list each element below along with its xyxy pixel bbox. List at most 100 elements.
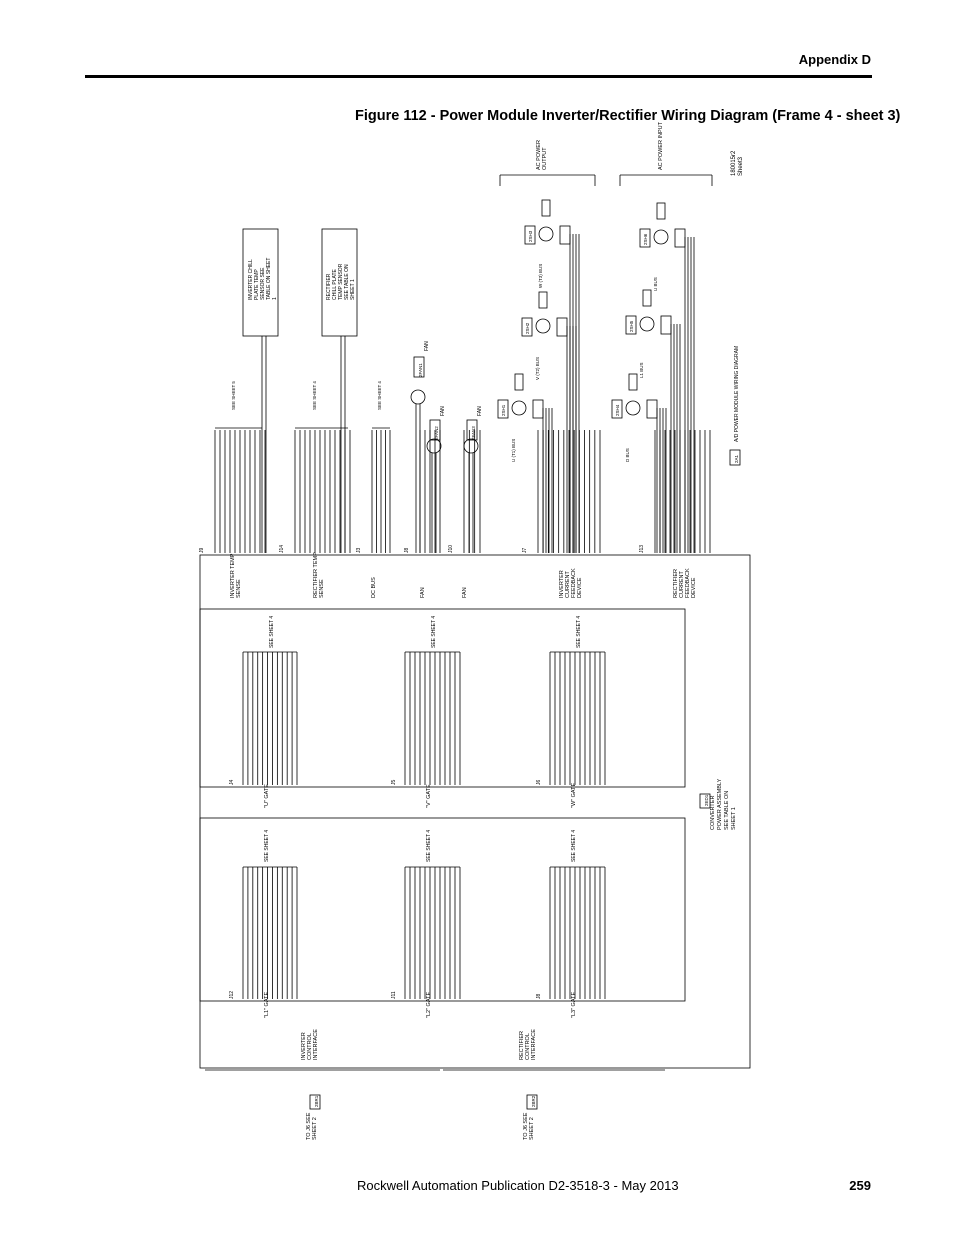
connector-label: INVERTER TEMP bbox=[230, 553, 236, 598]
tier-cutout-1 bbox=[199, 608, 686, 788]
connector-label: SENSE bbox=[236, 579, 242, 598]
fan-label: FAN bbox=[424, 341, 430, 351]
connector-label: CURRENT bbox=[679, 570, 685, 598]
figure-title: Figure 112 - Power Module Inverter/Recti… bbox=[355, 108, 901, 124]
see-sheet-note: SEE SHEET 4 bbox=[426, 830, 432, 862]
connector-label: FEEDBACK bbox=[571, 568, 577, 598]
sensor-name: W (T3) BUS bbox=[538, 264, 543, 288]
gate-id: J12 bbox=[229, 991, 235, 999]
see-sheet-note: SEE SHEET 4 bbox=[312, 381, 317, 410]
board-ref: 2A1 bbox=[734, 454, 739, 463]
sensor-ref-box bbox=[521, 317, 533, 337]
connector-label: RECTIFIER bbox=[673, 569, 679, 598]
sensor-name: D BUS bbox=[625, 448, 630, 462]
inverter-temp-text: TABLE ON SHEET bbox=[266, 258, 272, 300]
connector-id: J10 bbox=[448, 545, 454, 553]
board-ref-box bbox=[729, 449, 741, 466]
sensor-ref-box bbox=[524, 225, 536, 245]
sensor-tag-box bbox=[656, 202, 666, 220]
gate-label: "L2" GATE bbox=[426, 992, 432, 1018]
connector-label: CURRENT bbox=[565, 570, 571, 598]
sensor-ref-box bbox=[639, 228, 651, 248]
gate-label: "W" GATE bbox=[571, 782, 577, 808]
sensor-tag-box bbox=[642, 289, 652, 307]
page-number: 259 bbox=[849, 1178, 871, 1193]
connector-id: J14 bbox=[279, 545, 285, 553]
sensor-ref: 2SH4 bbox=[615, 404, 620, 416]
to-ref: 2BR2 bbox=[531, 1095, 536, 1107]
connector-label: FEEDBACK bbox=[685, 568, 691, 598]
connector-id: J3 bbox=[356, 548, 362, 554]
fan-id: 2FAN3 bbox=[471, 426, 476, 440]
inverter-interface-label: INVERTER bbox=[301, 1032, 307, 1060]
connector-label: DC BUS bbox=[371, 577, 377, 598]
current-sensor-icon bbox=[625, 400, 641, 416]
sensor-ref: 2SH6 bbox=[643, 233, 648, 245]
to-ref: 2BR1 bbox=[314, 1095, 319, 1107]
rectifier-temp-box bbox=[321, 228, 358, 337]
inverter-temp-box bbox=[242, 228, 279, 337]
board-outline bbox=[199, 554, 751, 1069]
sensor-ref: 2SH1 bbox=[501, 404, 506, 416]
inverter-temp-text: PLATE TEMP bbox=[254, 269, 260, 300]
gate-id: J11 bbox=[391, 991, 397, 999]
connector-id: J8 bbox=[404, 548, 410, 554]
mid-box-text: CONVERTER bbox=[710, 796, 716, 830]
connector-label: DEVICE bbox=[577, 577, 583, 598]
gate-label: "L3" GATE bbox=[571, 992, 577, 1018]
sensor-tag-box bbox=[538, 291, 548, 309]
mid-box-text: POWER ASSEMBLY bbox=[717, 778, 723, 830]
fan-id: 2FAN1 bbox=[418, 363, 423, 377]
connector-id: J7 bbox=[522, 548, 528, 554]
see-sheet-note: SEE SHEET 4 bbox=[571, 830, 577, 862]
header-rule bbox=[85, 75, 872, 78]
sensor-plug bbox=[556, 317, 568, 337]
sensor-ref: 2SH3 bbox=[528, 230, 533, 242]
sensor-name: L1 BUS bbox=[639, 362, 644, 378]
sensor-plug bbox=[532, 399, 544, 419]
connector-id: J13 bbox=[639, 545, 645, 553]
fan-icon bbox=[410, 389, 426, 405]
to-left-label: SHEET 2 bbox=[312, 1117, 318, 1140]
rectifier-temp-text: TEMP SENSOR bbox=[338, 263, 344, 300]
gate-label: "U" GATE bbox=[264, 784, 270, 808]
connector-id: J9 bbox=[199, 548, 205, 554]
sensor-name: U BUS bbox=[653, 277, 658, 291]
mid-box-text: SHEET 1 bbox=[731, 807, 737, 830]
fan-label: FAN bbox=[477, 406, 483, 416]
fan-id: 2FAN2 bbox=[434, 426, 439, 440]
to-ref-box bbox=[526, 1094, 538, 1110]
fan-icon bbox=[463, 438, 479, 454]
sensor-plug bbox=[660, 315, 672, 335]
see-sheet-note: SEE SHEET 4 bbox=[576, 616, 582, 648]
sensor-tag-box bbox=[514, 373, 524, 391]
board-module-label: A/D POWER MODULE WIRING DIAGRAM bbox=[734, 346, 740, 442]
gate-id: J6 bbox=[536, 780, 542, 786]
sensor-ref-box bbox=[611, 399, 623, 419]
fan-id-box bbox=[429, 419, 441, 441]
ac-output-label: AC POWER bbox=[536, 140, 542, 170]
rectifier-interface-label: CONTROL bbox=[525, 1033, 531, 1060]
sensor-plug bbox=[674, 228, 686, 248]
to-right-label: SHEET 2 bbox=[529, 1117, 535, 1140]
rectifier-temp-text: CHILL PLATE bbox=[332, 268, 338, 300]
to-ref-box bbox=[309, 1094, 321, 1110]
sensor-plug bbox=[559, 225, 571, 245]
rectifier-temp-text: RECTIFIER bbox=[326, 273, 332, 300]
mid-box-ref-text: 2ED1 bbox=[704, 794, 709, 806]
see-sheet-note: SEE SHEET 4 bbox=[264, 830, 270, 862]
sensor-ref: 2SH5 bbox=[629, 320, 634, 332]
inverter-temp-text: 1 bbox=[272, 297, 278, 300]
sensor-ref: 2SH2 bbox=[525, 322, 530, 334]
mid-box-ref bbox=[699, 793, 711, 809]
sensor-tag-box bbox=[628, 373, 638, 391]
tier-cutout-2 bbox=[199, 817, 686, 1002]
to-left-label: TO J6 SEE bbox=[306, 1112, 312, 1140]
fan-label: FAN bbox=[440, 406, 446, 416]
footer-publication: Rockwell Automation Publication D2-3518-… bbox=[357, 1178, 679, 1193]
gate-label: "L1" GATE bbox=[264, 992, 270, 1018]
mid-box-text: SEE TABLE ON bbox=[724, 791, 730, 830]
current-sensor-icon bbox=[535, 318, 551, 334]
see-sheet-note: SEE SHEET 4 bbox=[377, 381, 382, 410]
